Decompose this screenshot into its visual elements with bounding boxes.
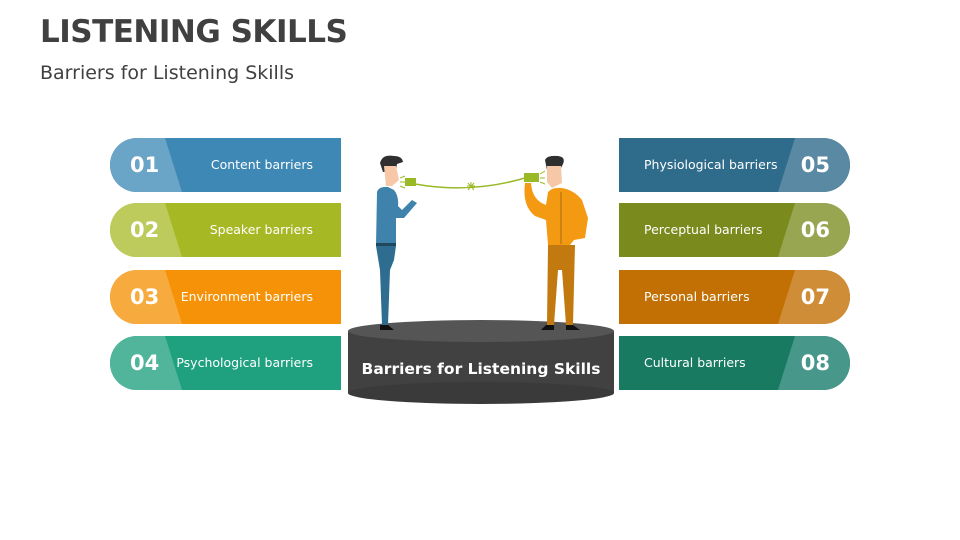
barrier-item-06: 06 Perceptual barriers [619, 203, 850, 257]
item-label: Psychological barriers [176, 355, 313, 370]
item-label: Personal barriers [644, 289, 750, 304]
item-number: 01 [130, 153, 160, 177]
item-number: 04 [130, 351, 160, 375]
barrier-item-03: 03 Environment barriers [110, 270, 341, 324]
tin-can-phone-illustration [348, 155, 614, 404]
item-label: Cultural barriers [644, 355, 746, 370]
item-label: Content barriers [210, 157, 313, 172]
speaker-figure-icon [376, 155, 417, 330]
barrier-item-05: 05 Physiological barriers [619, 138, 850, 192]
barrier-item-04: 04 Psychological barriers [110, 336, 341, 390]
item-number: 06 [800, 218, 830, 242]
page-subtitle: Barriers for Listening Skills [40, 62, 295, 84]
page-title: LISTENING SKILLS [40, 14, 348, 50]
item-label: Perceptual barriers [644, 222, 763, 237]
item-number: 03 [130, 285, 160, 309]
item-label: Speaker barriers [209, 222, 313, 237]
item-number: 05 [800, 153, 830, 177]
barrier-item-01: 01 Content barriers [110, 138, 341, 192]
item-label: Physiological barriers [644, 157, 778, 172]
platform-label: Barriers for Listening Skills [361, 360, 601, 378]
item-number: 02 [130, 218, 160, 242]
listener-figure-icon [524, 155, 588, 330]
barrier-item-02: 02 Speaker barriers [110, 203, 341, 257]
item-number: 07 [800, 285, 830, 309]
spark-icon [467, 182, 475, 191]
barrier-item-07: 07 Personal barriers [619, 270, 850, 324]
barrier-item-08: 08 Cultural barriers [619, 336, 850, 390]
item-number: 08 [800, 351, 830, 375]
item-label: Environment barriers [180, 289, 313, 304]
